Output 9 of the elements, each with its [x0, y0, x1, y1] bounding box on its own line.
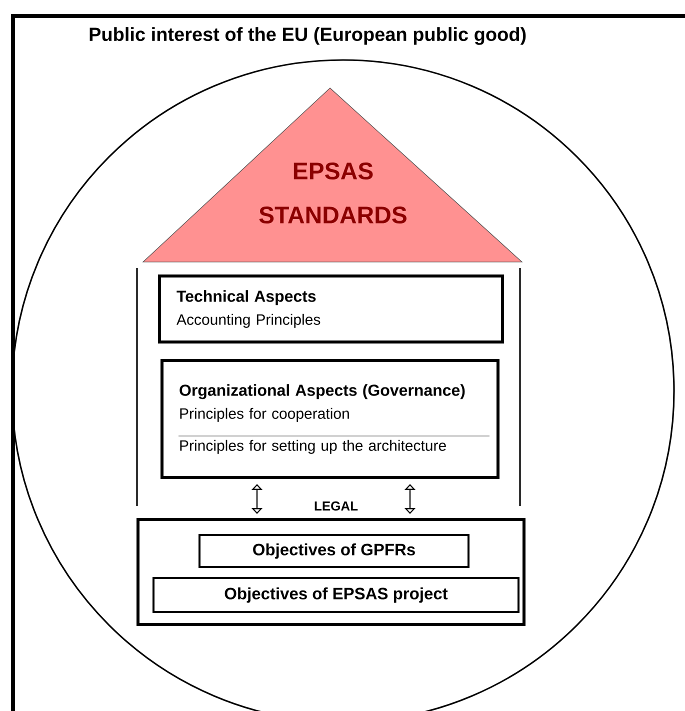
legal-label: LEGAL	[314, 501, 358, 511]
objective-box: Objectives of EPSAS project	[152, 577, 520, 613]
objectives-box	[136, 518, 526, 626]
aspect-box: Technical Aspects Accounting Principles	[158, 274, 504, 344]
aspect-box: Organizational Aspects (Governance) Principles for cooperation Principles for setting up the architecture	[160, 359, 500, 479]
double-arrow	[251, 484, 263, 514]
objective-box: Objectives of GPFRs	[198, 534, 470, 568]
double-arrow	[404, 484, 416, 514]
title: Public interest of the EU (European public good)	[90, 27, 526, 45]
